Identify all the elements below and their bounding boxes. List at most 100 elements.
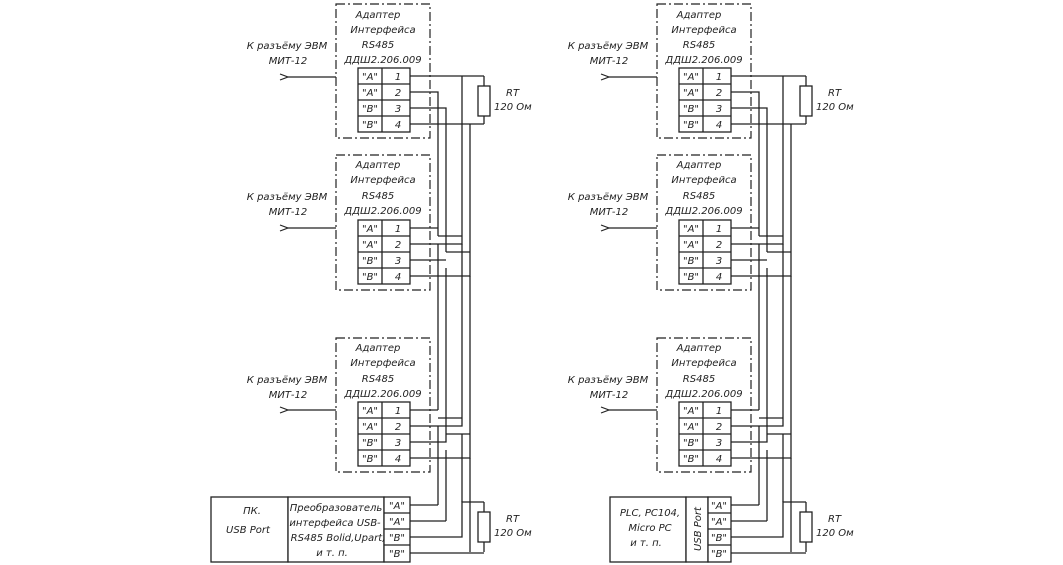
pc-label: ПК. <box>243 506 261 517</box>
resistor-name: RT <box>828 88 842 99</box>
terminal-signal: "A" <box>362 224 378 235</box>
adapter-title-line: ДДШ2.206.009 <box>343 55 421 66</box>
adapter-outline <box>335 337 431 473</box>
terminal-signal: "A" <box>362 240 378 251</box>
connector-label: МИТ-12 <box>590 390 629 401</box>
adapter-block: Адаптер Интерфейса RS485 ДДШ2.206.009 "A… <box>568 3 752 139</box>
usb-port-label: USB Port <box>693 506 704 551</box>
terminal-signal: "B" <box>362 272 378 283</box>
pc-label: USB Port <box>226 525 271 536</box>
terminal-pin: 4 <box>395 272 401 283</box>
terminal-pin: 1 <box>716 72 722 83</box>
pc-box <box>210 496 289 563</box>
adapter-title-line: Адаптер <box>676 343 722 354</box>
terminal-signal: "B" <box>362 454 378 465</box>
adapter-title-line: Адаптер <box>355 343 401 354</box>
connector-label: МИТ-12 <box>590 56 629 67</box>
terminal-pin: 3 <box>395 438 401 449</box>
terminal-pin: 2 <box>716 422 722 433</box>
left-circuit: Адаптер Интерфейса RS485 ДДШ2.206.009 "A… <box>210 3 532 563</box>
right-circuit: Адаптер Интерфейса RS485 ДДШ2.206.009 "A… <box>568 3 854 563</box>
terminal-signal: "A" <box>711 501 727 512</box>
terminal-signal: "B" <box>362 256 378 267</box>
adapter-title-line: Адаптер <box>355 10 401 21</box>
terminal-signal: "A" <box>683 72 699 83</box>
terminating-resistor: RT 120 Ом <box>477 502 532 552</box>
terminal-signal: "A" <box>362 88 378 99</box>
terminal-pin: 4 <box>716 454 722 465</box>
terminal-pin: 1 <box>395 72 401 83</box>
terminal-signal: "B" <box>683 454 699 465</box>
terminal-pin: 3 <box>716 438 722 449</box>
terminal-signal: "B" <box>683 256 699 267</box>
connector-label: К разъёму ЭВМ <box>247 192 328 203</box>
terminal-signal: "B" <box>362 120 378 131</box>
adapter-outline <box>335 154 431 291</box>
adapter-title-line: ДДШ2.206.009 <box>664 55 742 66</box>
adapter-block: Адаптер Интерфейса RS485 ДДШ2.206.009 "A… <box>247 3 431 139</box>
adapter-title-line: RS485 <box>362 40 394 51</box>
terminal-signal: "B" <box>683 438 699 449</box>
resistor-value: 120 Ом <box>816 102 854 113</box>
terminal-signal: "B" <box>362 438 378 449</box>
adapter-title-line: Интерфейса <box>671 25 736 36</box>
terminating-resistor: RT 120 Ом <box>799 502 854 552</box>
connector-label: К разъёму ЭВМ <box>247 375 328 386</box>
adapter-title-line: Адаптер <box>355 160 401 171</box>
pc-converter-block: ПК. USB Port Преобразователь интерфейса … <box>210 496 411 563</box>
adapter-title-line: Интерфейса <box>671 175 736 186</box>
terminal-pin: 3 <box>395 256 401 267</box>
resistor-name: RT <box>506 88 520 99</box>
terminal-signal: "A" <box>389 517 405 528</box>
connector-label: К разъёму ЭВМ <box>247 41 328 52</box>
terminal-signal: "B" <box>683 272 699 283</box>
terminal-signal: "B" <box>711 533 727 544</box>
terminal-signal: "A" <box>389 501 405 512</box>
terminal-signal: "B" <box>389 533 405 544</box>
adapter-title-line: Интерфейса <box>350 358 415 369</box>
terminal-pin: 3 <box>716 104 722 115</box>
adapter-outline <box>656 337 752 473</box>
adapter-title-line: Интерфейса <box>350 25 415 36</box>
terminal-pin: 2 <box>395 88 401 99</box>
converter-box <box>287 496 385 563</box>
converter-label: RS485 Bolid,Upart, <box>291 533 386 544</box>
plc-block: PLC, PC104, Micro PC и т. п. USB Port "A… <box>609 496 732 563</box>
terminal-signal: "B" <box>389 549 405 560</box>
adapter-block: Адаптер Интерфейса RS485 ДДШ2.206.009 "A… <box>568 154 752 291</box>
adapter-title-line: RS485 <box>683 40 715 51</box>
terminal-pin: 2 <box>395 422 401 433</box>
resistor-name: RT <box>828 514 842 525</box>
rs485-bus-wires <box>410 75 484 554</box>
connector-label: К разъёму ЭВМ <box>568 375 649 386</box>
converter-label: интерфейса USB- <box>289 518 381 529</box>
terminal-signal: "A" <box>362 72 378 83</box>
terminal-signal: "A" <box>683 422 699 433</box>
terminal-signal: "A" <box>683 88 699 99</box>
terminal-pin: 2 <box>395 240 401 251</box>
adapter-title-line: Интерфейса <box>350 175 415 186</box>
adapter-outline <box>656 154 752 291</box>
connector-label: К разъёму ЭВМ <box>568 192 649 203</box>
adapter-title-line: Адаптер <box>676 10 722 21</box>
terminal-pin: 3 <box>716 256 722 267</box>
terminating-resistor: RT 120 Ом <box>477 76 532 124</box>
adapter-title-line: Интерфейса <box>671 358 736 369</box>
converter-label: и т. п. <box>316 548 348 559</box>
plc-label: Micro PC <box>628 523 671 534</box>
terminating-resistor: RT 120 Ом <box>799 76 854 124</box>
adapter-block: Адаптер Интерфейса RS485 ДДШ2.206.009 "A… <box>247 337 431 473</box>
terminal-pin: 3 <box>395 104 401 115</box>
terminal-pin: 1 <box>716 406 722 417</box>
terminal-signal: "A" <box>683 406 699 417</box>
resistor-value: 120 Ом <box>494 528 532 539</box>
terminal-signal: "A" <box>683 240 699 251</box>
rs485-bus-wires <box>731 75 806 554</box>
terminal-pin: 4 <box>716 120 722 131</box>
resistor-name: RT <box>506 514 520 525</box>
terminal-pin: 1 <box>716 224 722 235</box>
terminal-pin: 2 <box>716 88 722 99</box>
terminal-pin: 2 <box>716 240 722 251</box>
adapter-title-line: ДДШ2.206.009 <box>343 389 421 400</box>
